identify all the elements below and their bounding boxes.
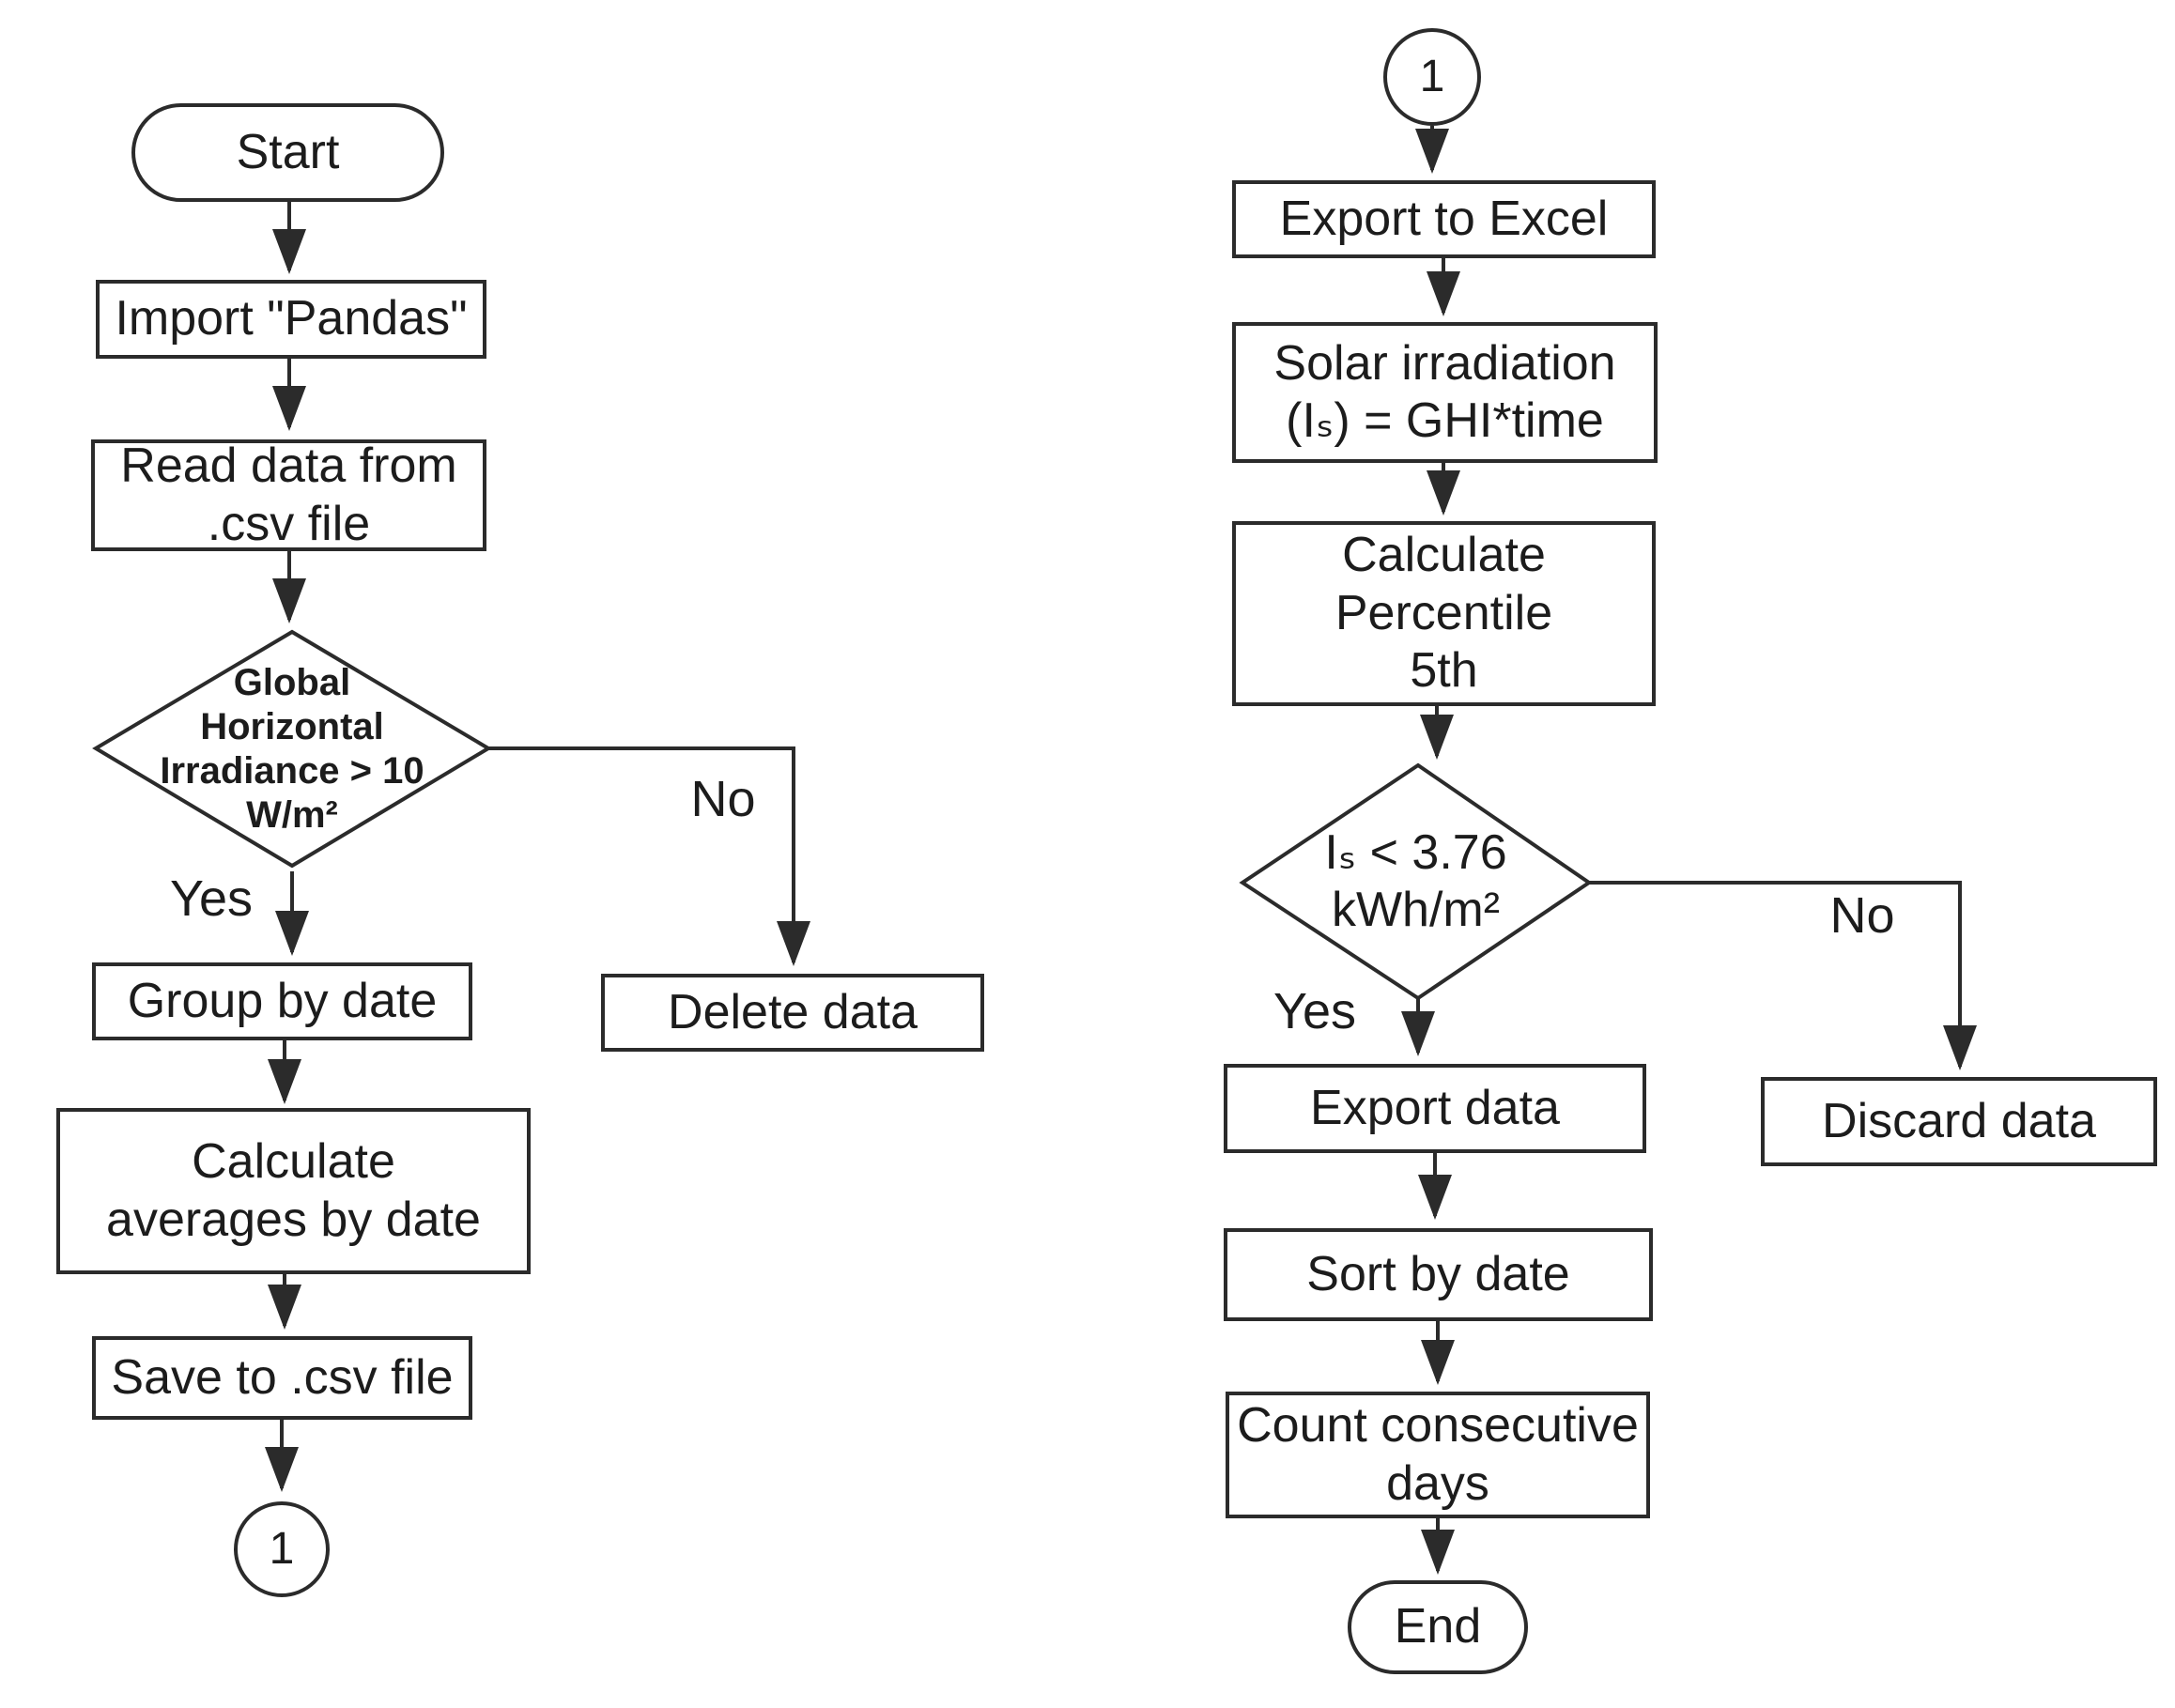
connector-1-right: 1	[1383, 28, 1481, 126]
import-pandas-node: Import "Pandas"	[96, 280, 486, 359]
sort-by-date-node: Sort by date	[1224, 1228, 1653, 1321]
edge-decision-no-to-delete	[488, 746, 810, 966]
calc-averages-node: Calculate averages by date	[56, 1108, 531, 1274]
connector-1-left: 1	[234, 1501, 330, 1597]
solar-decision-diamond	[1239, 762, 1593, 1001]
ghi-yes-label: Yes	[169, 870, 254, 927]
read-csv-node: Read data from .csv file	[91, 439, 486, 551]
calc-percentile-node: Calculate Percentile 5th	[1232, 521, 1656, 706]
group-by-date-node: Group by date	[92, 962, 472, 1040]
edge-decision-no-to-discard	[1589, 881, 1977, 1070]
start-node: Start	[131, 103, 444, 202]
discard-data-node: Discard data	[1761, 1077, 2157, 1166]
count-days-node: Count consecutive days	[1226, 1392, 1650, 1518]
solar-yes-label: Yes	[1273, 983, 1357, 1039]
delete-data-node: Delete data	[601, 974, 984, 1052]
ghi-decision-label: Global Horizontal Irradiance > 10 W/m²	[160, 661, 424, 837]
export-data-node: Export data	[1224, 1064, 1646, 1153]
save-csv-node: Save to .csv file	[92, 1336, 472, 1420]
solar-decision-label: Iₛ < 3.76 kWh/m²	[1324, 824, 1507, 937]
ghi-no-label: No	[690, 771, 756, 827]
solar-no-label: No	[1829, 887, 1895, 944]
end-node: End	[1348, 1580, 1528, 1674]
solar-irradiation-node: Solar irradiation (Iₛ) = GHI*time	[1232, 322, 1658, 463]
ghi-decision-diamond	[92, 629, 492, 869]
export-excel-node: Export to Excel	[1232, 180, 1656, 258]
